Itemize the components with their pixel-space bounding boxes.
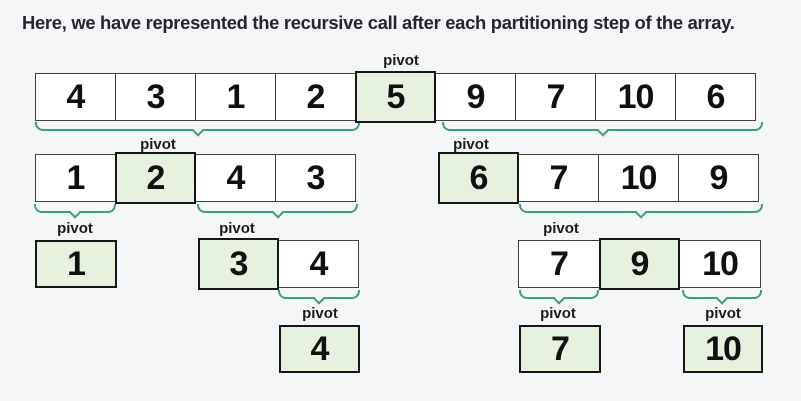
pivot-label: pivot — [383, 52, 419, 69]
brace-single-1 — [34, 204, 116, 213]
array-level1: 4 3 1 2 5 9 7 10 6 — [35, 71, 756, 123]
array-cell: 9 — [435, 73, 516, 121]
brace-left-subarray — [35, 122, 360, 131]
array-cell: 4 — [195, 154, 276, 202]
array-cell-pivot: 9 — [599, 238, 680, 290]
array-cell: 3 — [115, 73, 196, 121]
array-cell-pivot: 1 — [35, 240, 117, 288]
array-level4-single-10: 10 — [683, 325, 763, 373]
pivot-label: pivot — [453, 136, 489, 153]
array-cell: 10 — [595, 73, 676, 121]
diagram-caption: Here, we have represented the recursive … — [22, 12, 735, 33]
array-cell: 1 — [35, 154, 116, 202]
pivot-label: pivot — [543, 220, 579, 237]
array-cell: 7 — [518, 154, 599, 202]
array-cell: 1 — [195, 73, 276, 121]
pivot-label: pivot — [57, 220, 93, 237]
pivot-label: pivot — [540, 305, 576, 322]
array-cell: 10 — [598, 154, 679, 202]
array-cell-pivot: 10 — [683, 325, 763, 373]
array-cell-pivot: 6 — [438, 152, 519, 204]
array-cell: 7 — [518, 240, 600, 288]
brace-right-subarray — [442, 122, 763, 131]
array-cell: 2 — [275, 73, 356, 121]
array-cell: 4 — [278, 240, 359, 288]
array-level4-single-4: 4 — [279, 325, 360, 373]
brace-single-7 — [519, 290, 599, 299]
brace-single-10 — [682, 290, 762, 299]
array-cell-pivot: 4 — [279, 325, 360, 373]
array-level3-pair: 3 4 — [198, 238, 359, 290]
array-cell: 9 — [678, 154, 759, 202]
pivot-label: pivot — [219, 220, 255, 237]
array-level4-single-7: 7 — [519, 325, 601, 373]
array-cell-pivot: 7 — [519, 325, 601, 373]
brace-pair-4-3 — [197, 204, 358, 213]
array-level3-single-1: 1 — [35, 240, 117, 288]
array-level3-triple: 7 9 10 — [518, 238, 761, 290]
array-level2-left: 1 2 4 3 — [35, 152, 356, 204]
array-cell-pivot: 2 — [115, 152, 196, 204]
pivot-label: pivot — [705, 305, 741, 322]
brace-single-4 — [278, 290, 360, 299]
array-cell: 3 — [275, 154, 356, 202]
array-cell: 6 — [675, 73, 756, 121]
array-cell: 10 — [679, 240, 761, 288]
array-cell: 7 — [515, 73, 596, 121]
array-cell: 4 — [35, 73, 116, 121]
pivot-label: pivot — [140, 136, 176, 153]
array-cell-pivot: 3 — [198, 238, 279, 290]
array-level2-right: 6 7 10 9 — [438, 152, 759, 204]
array-cell-pivot: 5 — [355, 71, 436, 123]
brace-triple-7-10-9 — [519, 204, 763, 213]
pivot-label: pivot — [302, 305, 338, 322]
